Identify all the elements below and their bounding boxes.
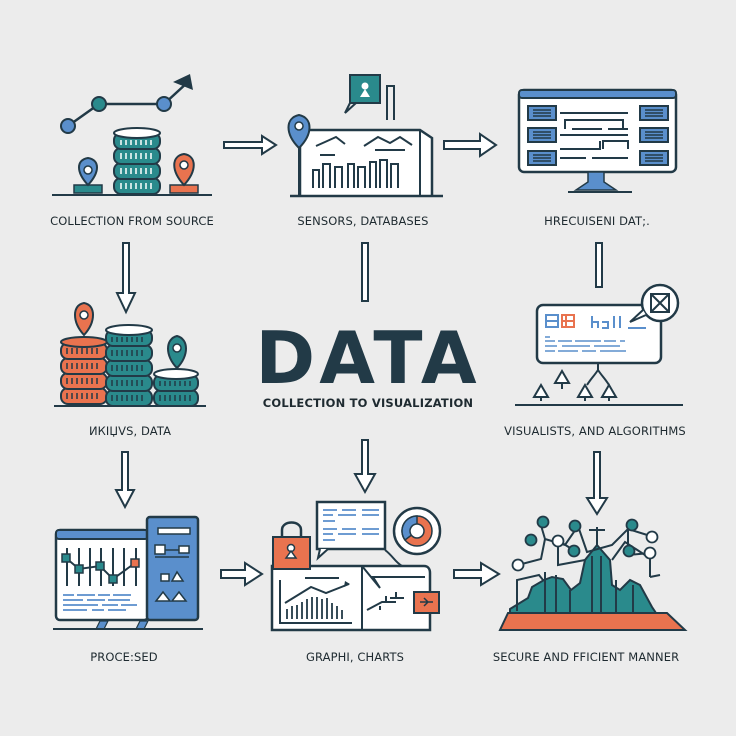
- node-label: COLLECTION FROM SOURCE: [50, 214, 214, 228]
- arrow-right-icon: [443, 132, 498, 158]
- arrow-right-icon: [223, 134, 278, 156]
- connector-line: [595, 242, 603, 288]
- node-label: ИКIЏVS, DATA: [88, 424, 172, 438]
- node-label: PROCE:SED: [90, 650, 158, 664]
- node-label: SENSORS, DATABASES: [297, 214, 429, 228]
- connector-line: [361, 242, 369, 302]
- arrow-down-icon: [115, 242, 137, 315]
- page-subtitle: COLLECTION TO VISUALIZATION: [262, 396, 474, 410]
- arrow-right-icon: [453, 561, 501, 587]
- arrow-down-icon: [585, 451, 609, 516]
- arrow-right-icon: [220, 561, 264, 587]
- node-label: GRAPHI, CHARTS: [305, 650, 404, 664]
- arrow-down-icon: [114, 451, 136, 510]
- node-label: VISUALISTS, AND ALGORITHMS: [504, 424, 686, 438]
- node-label: HRECUISENI DAT;.: [544, 214, 650, 228]
- page-title: DATA: [255, 316, 481, 400]
- node-label: SECURE AND FFICIENT MANNER: [492, 650, 680, 664]
- arrow-down-icon: [353, 439, 377, 495]
